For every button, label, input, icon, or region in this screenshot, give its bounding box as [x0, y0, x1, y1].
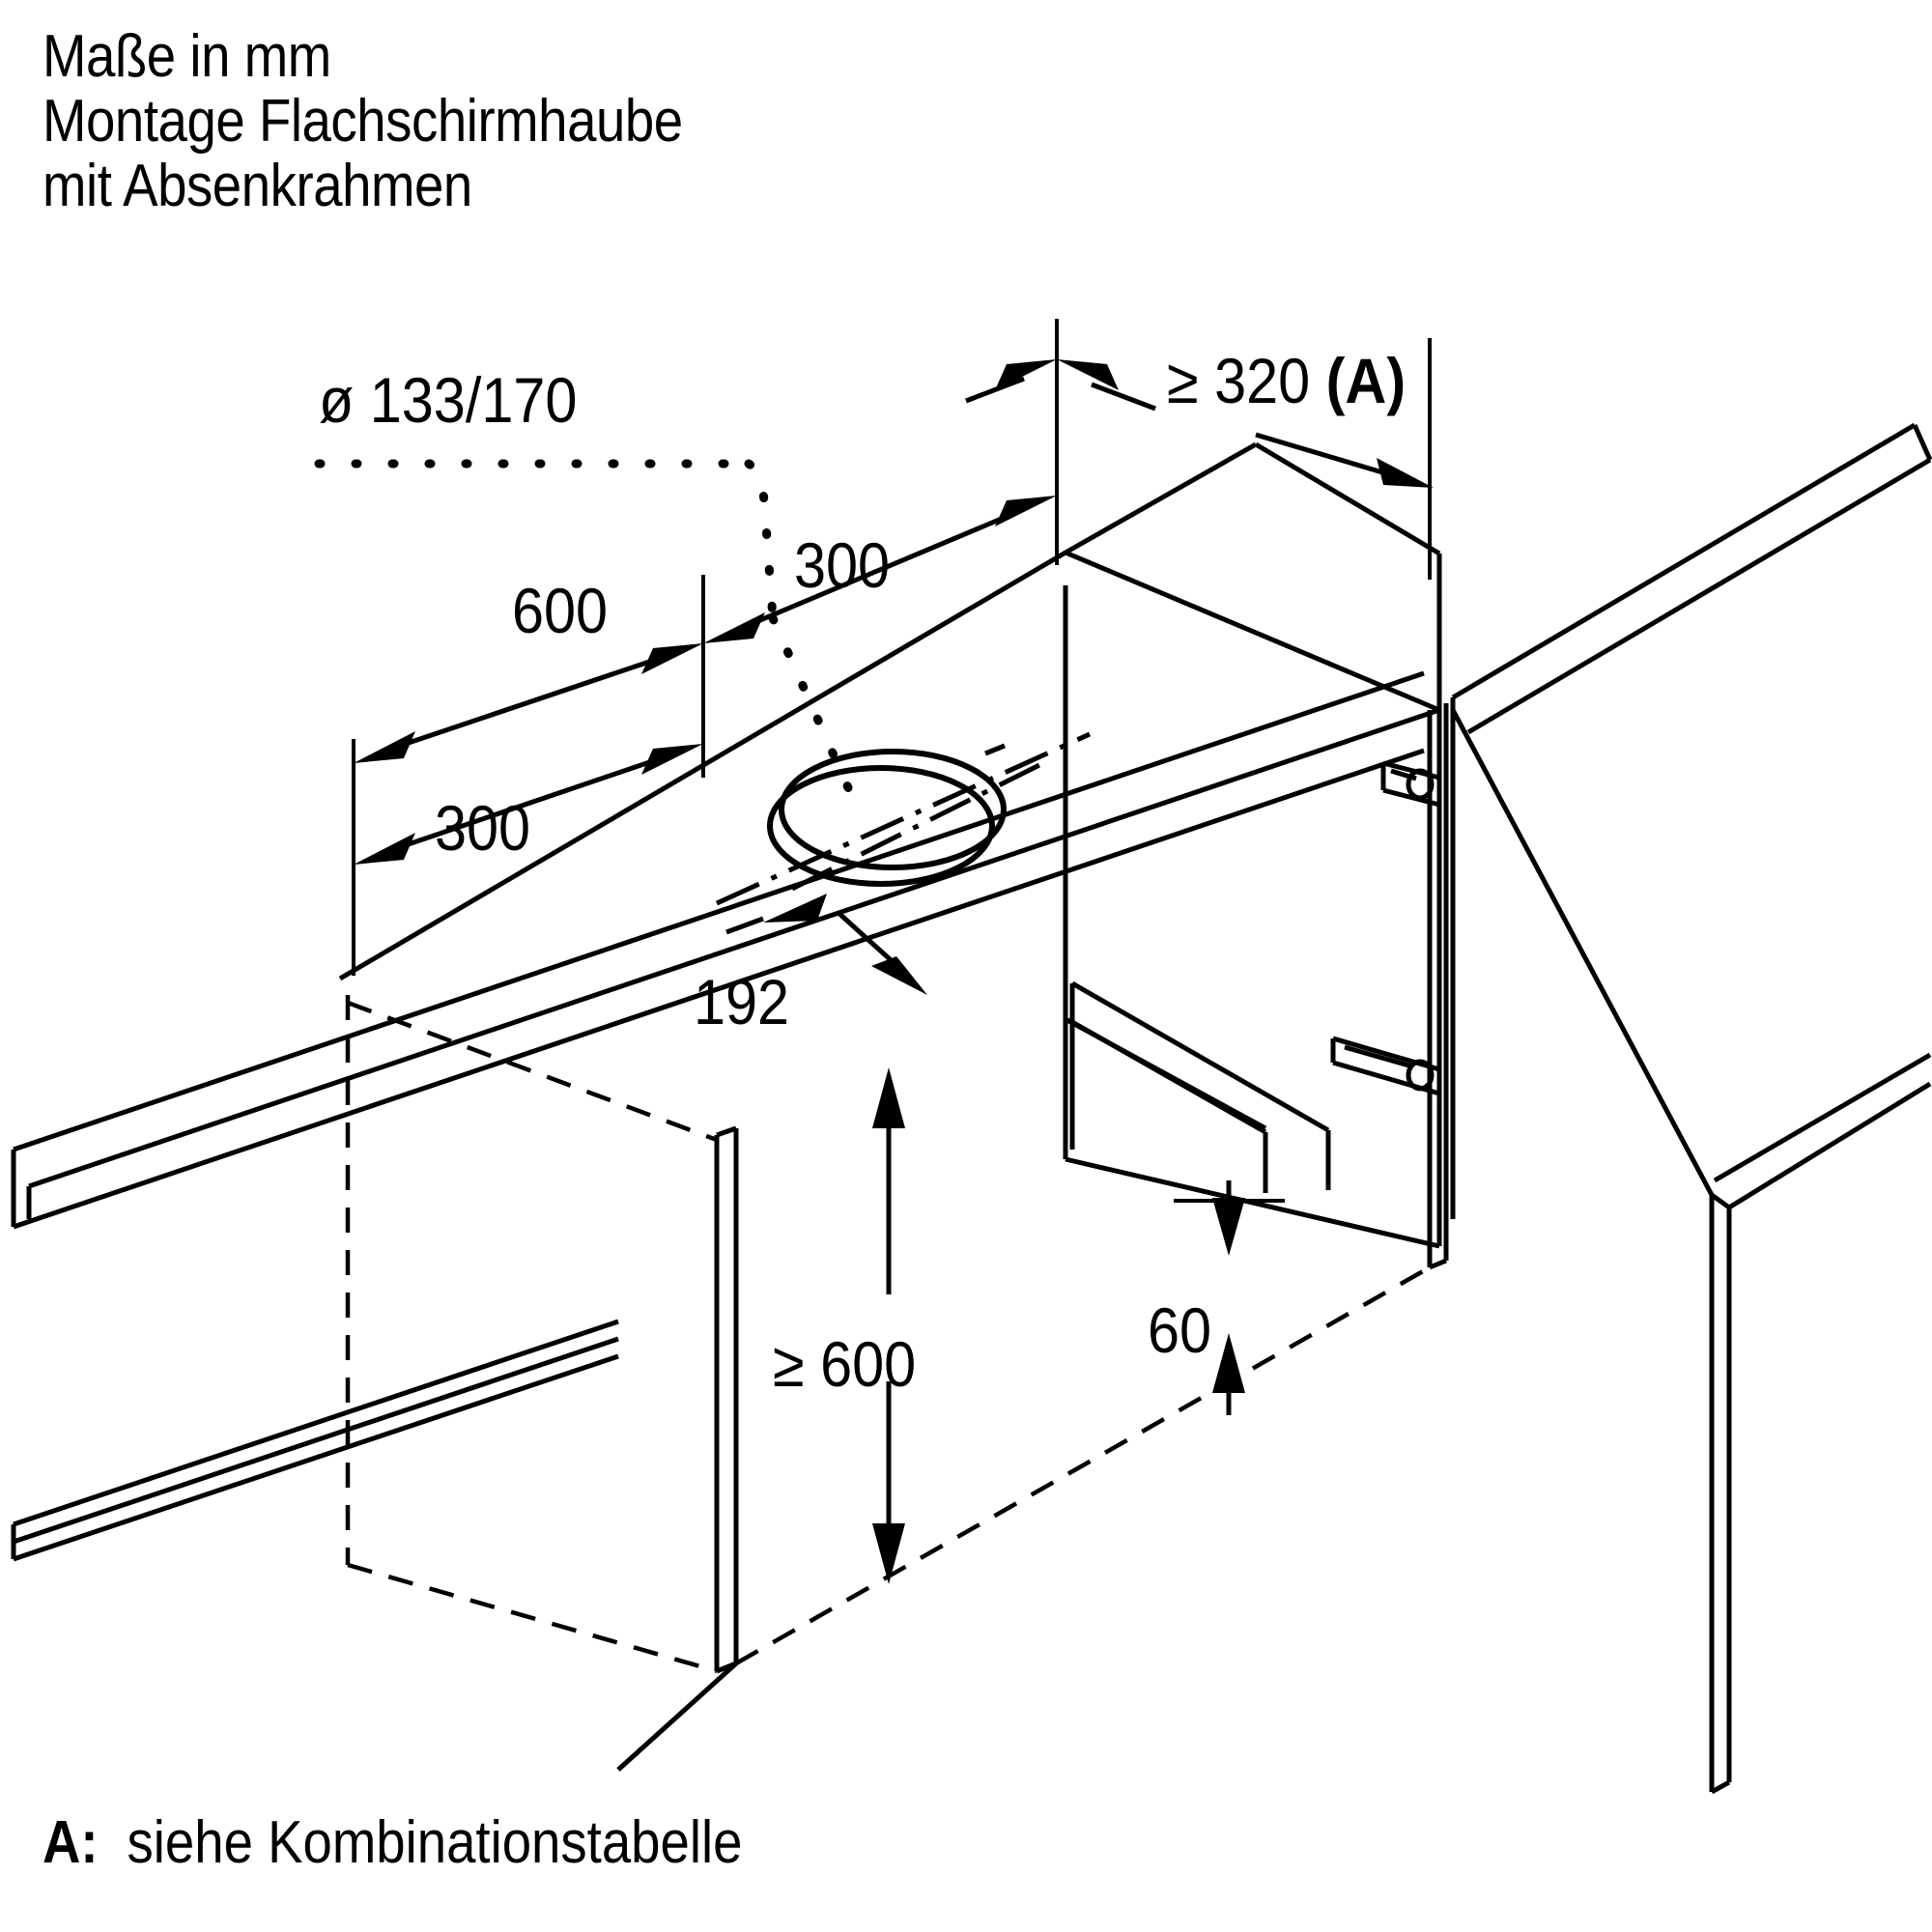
dim-60-arrow-down — [1212, 1198, 1245, 1256]
extension-lines — [352, 319, 1432, 976]
title-line-2: mit Absenkrahmen — [43, 152, 472, 219]
dim-320-arrow-left — [995, 359, 1057, 390]
dim-192-tick-left — [725, 916, 764, 935]
dimension-labels: ø 133/170 600 300 300 ≥ 320 (A) 192 ≥ 60… — [319, 346, 1406, 1401]
dim-600-height-arrow-down — [872, 1523, 905, 1584]
dim-300-offset — [390, 753, 668, 853]
upper-right-beam — [1713, 1052, 1932, 1210]
dim-300-depth — [741, 507, 1023, 631]
units-note: Maße in mm — [43, 23, 331, 90]
label-gap-60: 60 — [1148, 1295, 1211, 1367]
label-clearance-320: ≥ 320 (A) — [1167, 346, 1406, 417]
cabinet-carcass — [1063, 441, 1442, 1249]
dim-300-arrow-right — [641, 744, 703, 775]
dim-192-arrow-left — [763, 894, 827, 923]
dim-60-arrow-up — [1212, 1333, 1245, 1393]
worktop-assembly — [11, 422, 1932, 1795]
worktop-slab-left — [11, 670, 1440, 1230]
dim-320-arrow-right — [1057, 359, 1119, 390]
dim-320-arrow-lower — [1377, 458, 1434, 488]
label-offset-300: 300 — [435, 793, 530, 865]
dim-320-line-lower — [1193, 425, 1372, 483]
duct-diameter-leader — [314, 459, 855, 797]
hinge-fitting-upper — [1380, 760, 1440, 808]
dimension-annotations — [314, 319, 1434, 1584]
hidden-floor-outline-dashed — [734, 1265, 1432, 1665]
label-cutout-192: 192 — [694, 967, 789, 1038]
dim-320-line-right — [1091, 382, 1156, 412]
dim-320-line-left — [965, 376, 1025, 404]
lower-left-board — [11, 1319, 619, 1562]
cutout-centerline-secondary — [790, 760, 1045, 892]
dim-300-arrow-left — [354, 833, 415, 865]
dim-600-arrow-left — [354, 731, 415, 763]
dim-192-arrow-right — [871, 956, 927, 995]
label-duct-diameter: ø 133/170 — [319, 365, 577, 437]
title-block: Maße in mm Montage Flachschirmhaube mit … — [43, 23, 770, 219]
dim-300-line — [390, 753, 668, 853]
dim-300-depth-arrow-right — [995, 496, 1057, 526]
dim-600-height-arrow-up — [872, 1067, 905, 1128]
dim-600-width — [390, 653, 668, 752]
dim-192-cutout — [725, 916, 764, 935]
hinge-fitting-lower — [1330, 1036, 1440, 1096]
dim-300-depth-line — [741, 507, 1023, 631]
hidden-outline-dashed — [345, 995, 718, 1674]
title-line-1: Montage Flachschirmhaube — [43, 87, 683, 155]
right-wall-panel — [1450, 422, 1932, 735]
dim-600-arrow-right — [641, 643, 703, 674]
footnote-text: siehe Kombinationstabelle — [127, 1809, 743, 1876]
duct-cutout-ellipse — [767, 749, 1007, 887]
right-side-panel-lower — [1450, 708, 1732, 1795]
label-width-600: 600 — [512, 576, 608, 647]
footnote: A: siehe Kombinationstabelle — [43, 1808, 742, 1877]
dim-320-clearance — [965, 376, 1372, 483]
dim-320-leader-lower — [1255, 432, 1400, 480]
dim-300-depth-arrow-left — [703, 612, 765, 643]
label-min-height: ≥ 600 — [773, 1329, 916, 1401]
label-depth-300: 300 — [794, 530, 890, 602]
dim-600-line — [390, 653, 668, 752]
cutout-centerlines — [715, 731, 1092, 906]
footnote-marker: A: — [43, 1809, 99, 1876]
front-left-upright-panel — [616, 1125, 739, 1772]
